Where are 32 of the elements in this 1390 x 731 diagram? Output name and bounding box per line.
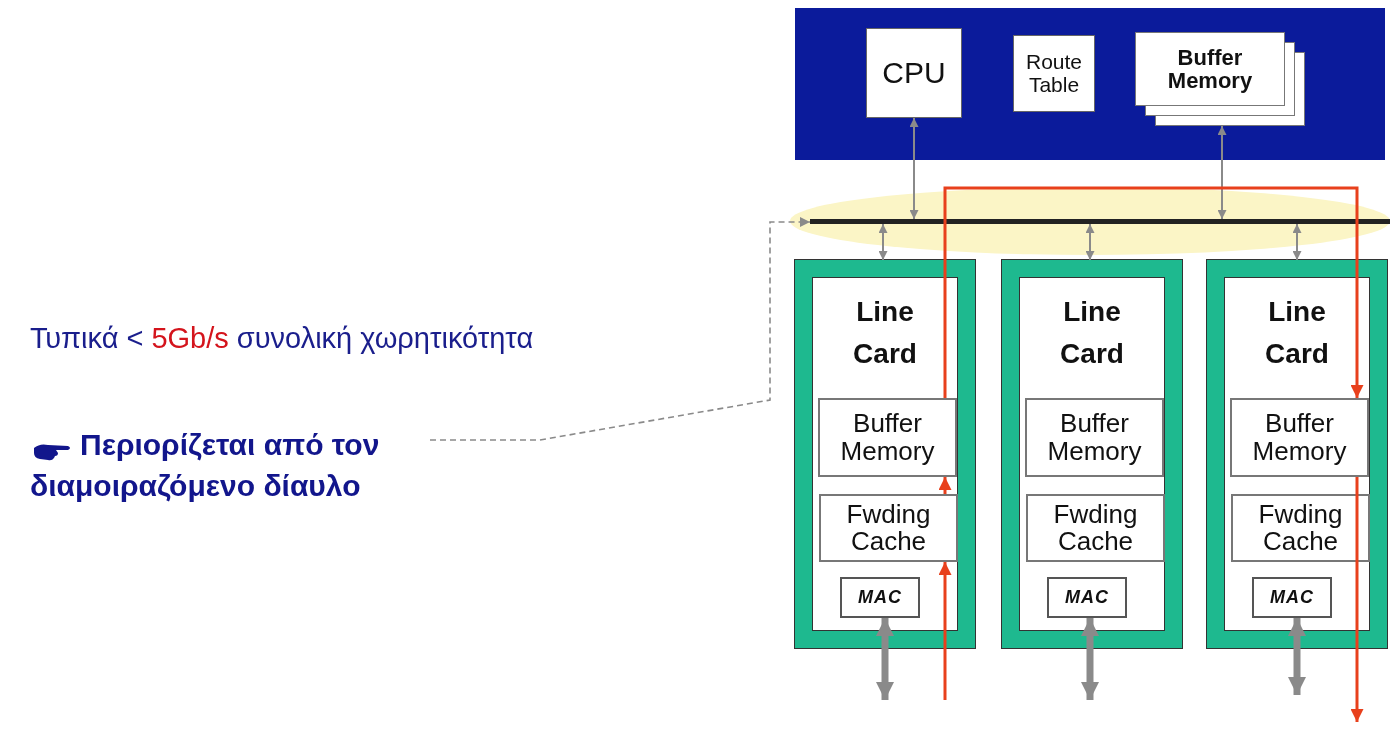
arrow [1085, 223, 1095, 261]
cache-box: Fwding Cache [1026, 494, 1165, 562]
arrow [909, 117, 919, 220]
route-table-box: Route Table [1013, 35, 1095, 112]
card-title: Line Card [1059, 295, 1125, 371]
cpu-box: CPU [866, 28, 962, 118]
mac-box: MAC [1047, 577, 1127, 618]
leader-line [429, 217, 811, 441]
line-card [1002, 260, 1182, 648]
arrow [943, 186, 1364, 398]
memory-box: Buffer Memory [1230, 398, 1369, 477]
arrow [1217, 125, 1227, 220]
label-text: Τυπικά < [30, 322, 144, 354]
arrow [938, 562, 952, 700]
mac-box: MAC [1252, 577, 1332, 618]
cache-box: Fwding Cache [1231, 494, 1370, 562]
line-card [1207, 260, 1387, 648]
memory-box: Buffer Memory [1025, 398, 1164, 477]
line-card [795, 260, 975, 648]
label-text: 5Gb/s [151, 322, 229, 354]
arrow [878, 223, 888, 261]
card-title: Line Card [1264, 295, 1330, 371]
card-title: Line Card [852, 295, 918, 371]
arrow [938, 477, 952, 494]
note-text: Περιορίζεται από τον διαμοιραζόμενο δίαυλο [30, 425, 430, 506]
cache-box: Fwding Cache [819, 494, 958, 562]
system-board [795, 8, 1385, 160]
mac-box: MAC [840, 577, 920, 618]
label-text: συνολική χωρητικότητα [236, 322, 534, 354]
memory-box: Buffer Memory [818, 398, 957, 477]
arrow [1292, 223, 1302, 261]
arrow [1350, 477, 1364, 722]
